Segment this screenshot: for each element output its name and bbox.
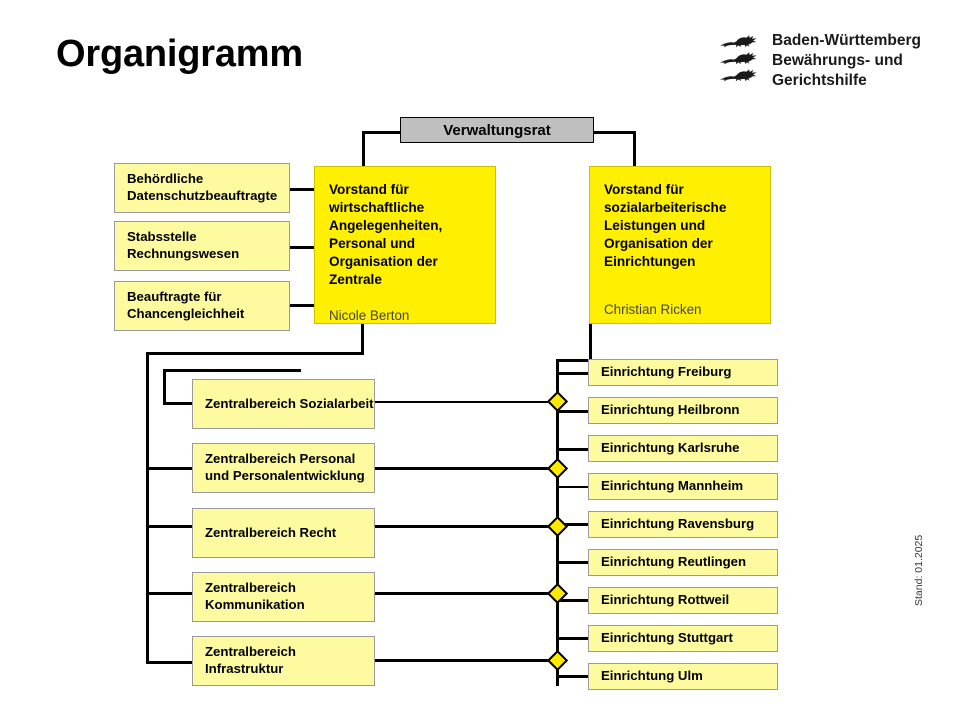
brand-text: Baden-Württemberg Bewährungs- und Gerich… bbox=[772, 31, 921, 91]
connector-staff-3 bbox=[290, 304, 314, 307]
node-einrichtung-ravensburg[interactable]: Einrichtung Ravensburg bbox=[588, 511, 778, 538]
node-zentralbereich-infrastruktur-label: Zentralbereich Infrastruktur bbox=[205, 644, 296, 676]
node-staff-chancengleichheit[interactable]: Beauftragte für Chancengleichheit bbox=[114, 281, 290, 331]
connector-facility-stub-7 bbox=[556, 599, 588, 602]
connector-facility-stub-5 bbox=[556, 523, 588, 526]
node-einrichtung-karlsruhe[interactable]: Einrichtung Karlsruhe bbox=[588, 435, 778, 462]
connector-vorstand-left-to-spine bbox=[146, 352, 364, 355]
connector-facility-stub-1 bbox=[556, 372, 588, 375]
junction-diamond-1 bbox=[546, 390, 569, 413]
node-einrichtung-mannheim[interactable]: Einrichtung Mannheim bbox=[588, 473, 778, 500]
connector-council-right-v bbox=[633, 131, 636, 166]
node-einrichtung-rottweil-label: Einrichtung Rottweil bbox=[601, 592, 730, 608]
connector-staff-2 bbox=[290, 246, 314, 249]
connector-council-right-h bbox=[594, 131, 636, 134]
connector-central-spine bbox=[146, 352, 149, 664]
node-einrichtung-ulm[interactable]: Einrichtung Ulm bbox=[588, 663, 778, 690]
node-zentralbereich-sozialarbeit[interactable]: Zentralbereich Sozialarbeit bbox=[192, 379, 375, 429]
connector-facility-stub-9 bbox=[556, 675, 588, 678]
node-verwaltungsrat[interactable]: Verwaltungsrat bbox=[400, 117, 594, 143]
node-vorstand-right-person: Christian Ricken bbox=[604, 302, 702, 318]
connector-vorstand-right-down bbox=[589, 305, 592, 361]
node-zentralbereich-recht-label: Zentralbereich Recht bbox=[205, 524, 337, 540]
node-vorstand-right-title: Vorstand für sozialarbeiterische Leistun… bbox=[604, 182, 727, 270]
node-einrichtung-heilbronn-label: Einrichtung Heilbronn bbox=[601, 402, 740, 418]
connector-cross-1 bbox=[375, 401, 558, 403]
three-lions-coat-of-arms-icon bbox=[718, 31, 760, 82]
connector-cross-2 bbox=[375, 467, 558, 470]
stand-date: Stand: 01.2025 bbox=[913, 534, 925, 606]
node-staff-datenschutz-label: Behördliche Datenschutzbeauftragte bbox=[127, 171, 278, 203]
node-vorstand-right[interactable]: Vorstand für sozialarbeiterische Leistun… bbox=[589, 166, 771, 324]
node-staff-chancengleichheit-label: Beauftragte für Chancengleichheit bbox=[127, 289, 245, 321]
connector-vorstand-left-down bbox=[361, 324, 364, 354]
node-einrichtung-karlsruhe-label: Einrichtung Karlsruhe bbox=[601, 440, 740, 456]
connector-facility-stub-6 bbox=[556, 561, 588, 564]
connector-sozialarbeit-top bbox=[163, 369, 301, 372]
junction-diamond-2 bbox=[546, 457, 569, 480]
connector-facility-stub-3 bbox=[556, 448, 588, 451]
node-zentralbereich-personal[interactable]: Zentralbereich Personal und Personalentw… bbox=[192, 443, 375, 493]
node-einrichtung-mannheim-label: Einrichtung Mannheim bbox=[601, 478, 744, 494]
node-staff-datenschutz[interactable]: Behördliche Datenschutzbeauftragte bbox=[114, 163, 290, 213]
node-vorstand-left-person: Nicole Berton bbox=[329, 308, 410, 324]
node-einrichtung-freiburg-label: Einrichtung Freiburg bbox=[601, 364, 732, 380]
node-einrichtung-reutlingen-label: Einrichtung Reutlingen bbox=[601, 554, 747, 570]
node-einrichtung-rottweil[interactable]: Einrichtung Rottweil bbox=[588, 587, 778, 614]
node-vorstand-left-title: Vorstand für wirtschaftliche Angelegenhe… bbox=[329, 182, 443, 288]
brand-logo: Baden-Württemberg Bewährungs- und Gerich… bbox=[718, 31, 921, 91]
connector-facility-stub-2 bbox=[556, 410, 588, 413]
connector-staff-1 bbox=[290, 188, 314, 191]
connector-central-stub-4 bbox=[146, 592, 193, 595]
connector-facility-top-h bbox=[556, 359, 592, 362]
brand-line-2: Bewährungs- und bbox=[772, 52, 903, 70]
connector-sozialarbeit-h bbox=[163, 402, 193, 405]
node-einrichtung-ravensburg-label: Einrichtung Ravensburg bbox=[601, 516, 755, 532]
node-staff-rechnungswesen[interactable]: Stabsstelle Rechnungswesen bbox=[114, 221, 290, 271]
connector-central-stub-3 bbox=[146, 525, 193, 528]
node-zentralbereich-kommunikation[interactable]: Zentralbereich Kommunikation bbox=[192, 572, 375, 622]
connector-cross-5 bbox=[375, 659, 558, 662]
connector-council-left-h bbox=[362, 131, 400, 134]
connector-central-stub-2 bbox=[146, 467, 193, 470]
brand-line-3: Gerichtshilfe bbox=[772, 72, 867, 90]
connector-facility-stub-8 bbox=[556, 637, 588, 640]
connector-council-left-v bbox=[362, 131, 365, 166]
node-einrichtung-stuttgart[interactable]: Einrichtung Stuttgart bbox=[588, 625, 778, 652]
node-einrichtung-reutlingen[interactable]: Einrichtung Reutlingen bbox=[588, 549, 778, 576]
node-zentralbereich-infrastruktur[interactable]: Zentralbereich Infrastruktur bbox=[192, 636, 375, 686]
node-vorstand-left[interactable]: Vorstand für wirtschaftliche Angelegenhe… bbox=[314, 166, 496, 324]
brand-line-1: Baden-Württemberg bbox=[772, 32, 921, 49]
node-einrichtung-freiburg[interactable]: Einrichtung Freiburg bbox=[588, 359, 778, 386]
node-staff-rechnungswesen-label: Stabsstelle Rechnungswesen bbox=[127, 229, 240, 261]
junction-diamond-3 bbox=[546, 515, 569, 538]
node-zentralbereich-personal-label: Zentralbereich Personal und Personalentw… bbox=[205, 451, 365, 483]
node-zentralbereich-kommunikation-label: Zentralbereich Kommunikation bbox=[205, 580, 305, 612]
node-einrichtung-stuttgart-label: Einrichtung Stuttgart bbox=[601, 630, 733, 646]
node-zentralbereich-sozialarbeit-label: Zentralbereich Sozialarbeit bbox=[205, 395, 374, 411]
junction-diamond-5 bbox=[546, 649, 569, 672]
node-verwaltungsrat-label: Verwaltungsrat bbox=[443, 121, 551, 139]
connector-sozialarbeit-v bbox=[163, 369, 166, 405]
connector-facility-stub-4 bbox=[556, 486, 588, 488]
connector-central-stub-5 bbox=[146, 661, 193, 664]
connector-cross-4 bbox=[375, 592, 558, 595]
node-einrichtung-heilbronn[interactable]: Einrichtung Heilbronn bbox=[588, 397, 778, 424]
node-einrichtung-ulm-label: Einrichtung Ulm bbox=[601, 668, 703, 684]
node-zentralbereich-recht[interactable]: Zentralbereich Recht bbox=[192, 508, 375, 558]
page-title: Organigramm bbox=[56, 33, 303, 75]
connector-cross-3 bbox=[375, 525, 558, 528]
